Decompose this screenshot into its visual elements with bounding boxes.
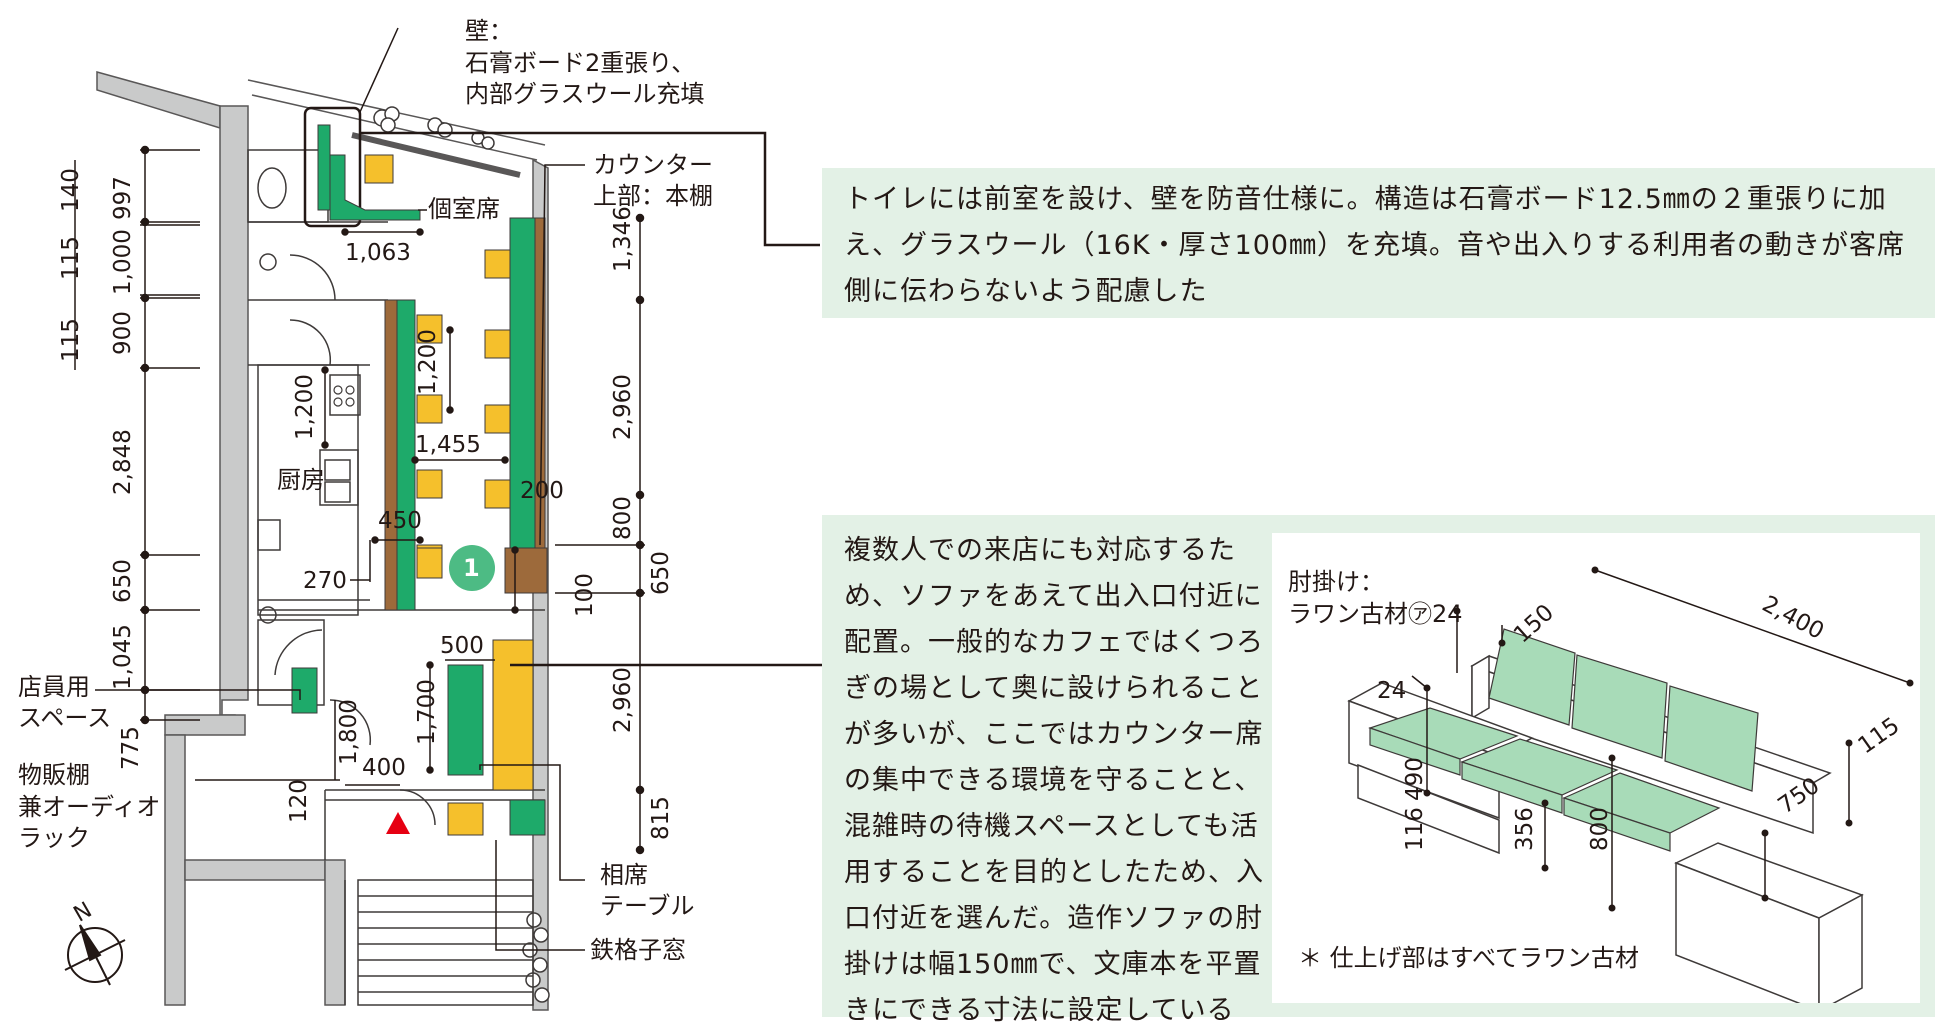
dim-1455: 1,455 — [415, 432, 481, 458]
shared-table-label-line2: テーブル — [600, 892, 695, 920]
stair-wall — [324, 859, 346, 1006]
entrance-arrow — [386, 812, 410, 834]
dim-right-650: 650 — [648, 551, 674, 595]
shared-table-label-line1: 相席 — [600, 861, 648, 889]
west-wall — [219, 105, 249, 721]
dim-left-1045: 1,045 — [110, 624, 136, 690]
shelf-label-line1: 物販棚 — [18, 761, 90, 789]
shelf-label-line3: ラック — [18, 824, 90, 852]
dim-left-775: 775 — [118, 726, 144, 770]
sofa-footnote: ＊ 仕上げ部はすべてラワン古材 — [1298, 944, 1639, 972]
note-bottom-text: 複数人での来店にも対応するため、ソファをあえて出入口付近に配置。一般的なカフェで… — [844, 535, 1264, 1026]
dim-1800: 1,800 — [336, 699, 362, 765]
dim-right-800: 800 — [610, 496, 636, 540]
dim-left-1000: 1,000 — [110, 229, 136, 295]
dim-1200-kitchen: 1,200 — [292, 374, 318, 440]
dim-left-115a: 115 — [58, 236, 84, 280]
counter-west — [396, 299, 416, 611]
wall-callout-box — [303, 106, 362, 228]
dim-500: 500 — [440, 633, 484, 659]
dim-1063: 1,063 — [345, 240, 411, 266]
north-wall — [96, 71, 221, 130]
dim-270: 270 — [303, 568, 347, 594]
dim-left-2848: 2,848 — [110, 429, 136, 495]
badge-1 — [449, 545, 495, 591]
dim-left-900: 900 — [110, 311, 136, 355]
kitchen-label: 厨房 — [277, 466, 325, 494]
staff-label-line2: スペース — [18, 704, 112, 732]
private-seat-bench — [329, 154, 421, 221]
armrest-label-line2: ラワン古材㋐24 — [1288, 600, 1463, 628]
dim-1700: 1,700 — [414, 679, 440, 745]
dim-200: 200 — [520, 478, 564, 504]
dim-1200-counter: 1,200 — [415, 329, 441, 395]
dim-right-2960b: 2,960 — [610, 667, 636, 733]
sofa-dim-800: 800 — [1587, 807, 1613, 851]
window-label: 鉄格子窓 — [590, 936, 686, 964]
note-top-box: トイレには前室を設け、壁を防音仕様に。構造は石膏ボード12.5㎜の２重張りに加え… — [822, 168, 1935, 318]
shelf-label-line2: 兼オーディオ — [18, 793, 161, 821]
dim-left-140: 140 — [58, 168, 84, 212]
sofa-dim-116: 116 — [1402, 807, 1428, 851]
wall-label-line1: 石膏ボード2重張り、 — [465, 49, 696, 77]
sofa-dim-490: 490 — [1402, 757, 1428, 801]
south-wall-mid — [184, 859, 326, 881]
counter-east — [509, 217, 536, 549]
dim-right-1346: 1,346 — [610, 206, 636, 272]
dim-left-650: 650 — [110, 559, 136, 603]
sofa-dim-24: 24 — [1377, 678, 1407, 704]
sofa-dim-356: 356 — [1512, 807, 1538, 851]
note-bottom-box: 複数人での来店にも対応するため、ソファをあえて出入口付近に配置。一般的なカフェで… — [822, 515, 1935, 1026]
floor-plan — [64, 27, 830, 1011]
counter-label-line2: 上部：本棚 — [593, 182, 713, 210]
private-seat-label: 個室席 — [428, 195, 500, 223]
dim-450: 450 — [378, 508, 422, 534]
wall-label-line2: 内部グラスウール充填 — [465, 80, 705, 108]
sofa-illustration — [1347, 566, 1914, 1003]
staff-label-line1: 店員用 — [18, 673, 90, 701]
dim-120: 120 — [286, 779, 312, 823]
sw-wall-block — [164, 714, 246, 736]
dim-right-815: 815 — [648, 796, 674, 840]
sofa-panel: 肘掛け： ラワン古材㋐24 150 2,400 24 116 490 356 8… — [1272, 533, 1920, 1003]
note-top-text: トイレには前室を設け、壁を防音仕様に。構造は石膏ボード12.5㎜の２重張りに加え… — [844, 184, 1906, 307]
dim-right-2960a: 2,960 — [610, 374, 636, 440]
compass-icon — [64, 924, 126, 986]
armrest-label-line1: 肘掛け： — [1288, 568, 1384, 596]
dim-left-997: 997 — [110, 176, 136, 220]
badge-number: 1 — [463, 554, 480, 582]
south-wall-left — [164, 734, 186, 1006]
wall-label-title: 壁： — [465, 17, 513, 45]
sofa-plan — [447, 664, 484, 776]
dim-400: 400 — [362, 755, 406, 781]
counter-label-line1: カウンター — [593, 151, 713, 179]
dim-100: 100 — [572, 573, 598, 617]
shared-table-plan — [509, 799, 546, 836]
dim-left-115b: 115 — [58, 318, 84, 362]
sofa-yellow — [492, 639, 534, 791]
